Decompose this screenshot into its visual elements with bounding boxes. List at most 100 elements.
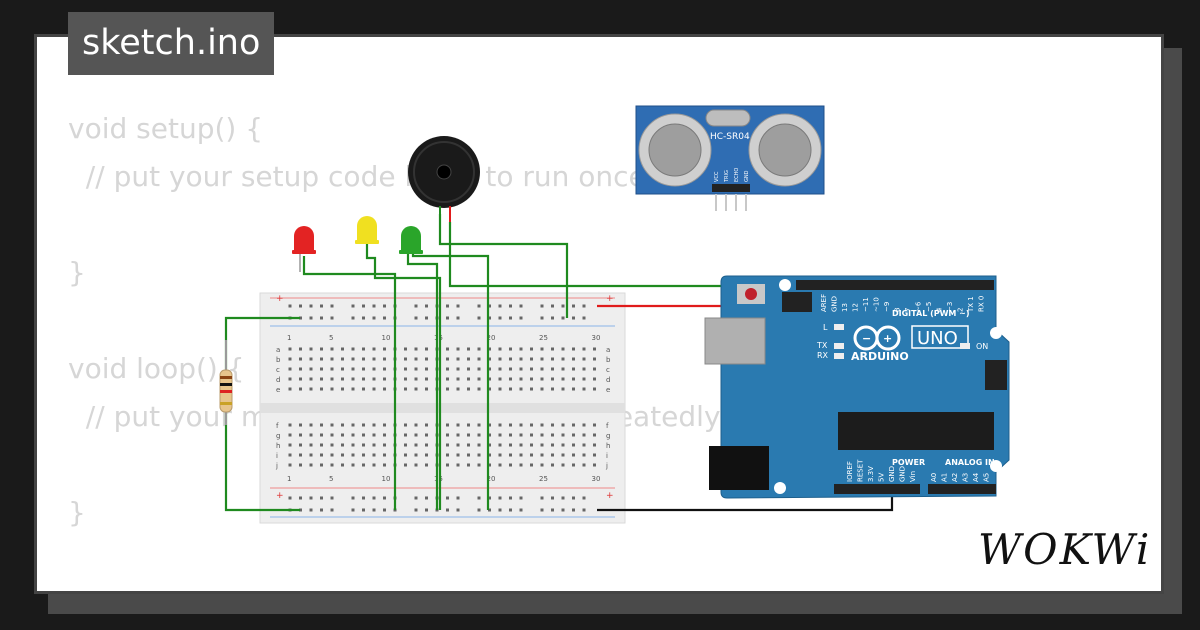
breadboard-hole[interactable] bbox=[351, 496, 355, 500]
breadboard-hole[interactable] bbox=[540, 377, 544, 381]
breadboard-hole[interactable] bbox=[309, 316, 313, 320]
breadboard-hole[interactable] bbox=[593, 367, 596, 371]
resistor[interactable] bbox=[219, 340, 233, 425]
reset-button-cap[interactable] bbox=[745, 288, 757, 300]
breadboard-hole[interactable] bbox=[362, 443, 365, 447]
breadboard-hole[interactable] bbox=[383, 453, 386, 457]
breadboard-hole[interactable] bbox=[320, 433, 323, 437]
breadboard-hole[interactable] bbox=[309, 453, 313, 457]
breadboard-hole[interactable] bbox=[320, 304, 323, 308]
breadboard-hole[interactable] bbox=[530, 423, 533, 427]
breadboard-hole[interactable] bbox=[456, 357, 460, 361]
breadboard-hole[interactable] bbox=[299, 377, 302, 381]
breadboard-hole[interactable] bbox=[456, 304, 460, 308]
breadboard-hole[interactable] bbox=[351, 508, 355, 512]
breadboard-hole[interactable] bbox=[372, 508, 376, 512]
breadboard-hole[interactable] bbox=[288, 453, 292, 457]
breadboard-hole[interactable] bbox=[509, 453, 512, 457]
breadboard-hole[interactable] bbox=[383, 423, 386, 427]
breadboard-hole[interactable] bbox=[351, 377, 355, 381]
breadboard-hole[interactable] bbox=[383, 347, 386, 351]
breadboard-hole[interactable] bbox=[383, 443, 386, 447]
breadboard-hole[interactable] bbox=[425, 304, 428, 308]
breadboard-hole[interactable] bbox=[519, 377, 523, 381]
breadboard-hole[interactable] bbox=[540, 367, 544, 371]
breadboard-hole[interactable] bbox=[477, 433, 481, 437]
wire-green-led-gnd[interactable] bbox=[406, 254, 439, 510]
breadboard-hole[interactable] bbox=[309, 443, 313, 447]
breadboard-hole[interactable] bbox=[561, 304, 565, 308]
breadboard-hole[interactable] bbox=[540, 496, 544, 500]
breadboard-hole[interactable] bbox=[488, 377, 491, 381]
breadboard-hole[interactable] bbox=[456, 367, 460, 371]
breadboard-hole[interactable] bbox=[330, 377, 334, 381]
breadboard-hole[interactable] bbox=[446, 367, 449, 371]
breadboard-hole[interactable] bbox=[362, 433, 365, 437]
breadboard-hole[interactable] bbox=[320, 377, 323, 381]
breadboard-hole[interactable] bbox=[519, 496, 523, 500]
breadboard-hole[interactable] bbox=[288, 347, 292, 351]
breadboard-hole[interactable] bbox=[488, 423, 491, 427]
breadboard-hole[interactable] bbox=[372, 316, 376, 320]
breadboard-hole[interactable] bbox=[351, 347, 355, 351]
breadboard-hole[interactable] bbox=[540, 316, 544, 320]
breadboard-hole[interactable] bbox=[551, 508, 554, 512]
breadboard-hole[interactable] bbox=[299, 508, 302, 512]
breadboard-hole[interactable] bbox=[519, 453, 523, 457]
breadboard-hole[interactable] bbox=[561, 367, 565, 371]
breadboard-hole[interactable] bbox=[425, 423, 428, 427]
breadboard-hole[interactable] bbox=[572, 316, 575, 320]
breadboard-hole[interactable] bbox=[456, 316, 460, 320]
breadboard-hole[interactable] bbox=[425, 387, 428, 391]
breadboard-hole[interactable] bbox=[530, 463, 533, 467]
breadboard-hole[interactable] bbox=[572, 508, 575, 512]
breadboard-hole[interactable] bbox=[446, 463, 449, 467]
led-red[interactable] bbox=[292, 226, 316, 272]
breadboard-hole[interactable] bbox=[488, 347, 491, 351]
breadboard-hole[interactable] bbox=[551, 387, 554, 391]
breadboard-hole[interactable] bbox=[593, 423, 596, 427]
breadboard-hole[interactable] bbox=[320, 463, 323, 467]
breadboard-hole[interactable] bbox=[425, 463, 428, 467]
breadboard-hole[interactable] bbox=[299, 304, 302, 308]
breadboard-hole[interactable] bbox=[330, 433, 334, 437]
breadboard-hole[interactable] bbox=[330, 347, 334, 351]
wire-red-led[interactable] bbox=[302, 256, 397, 510]
breadboard-hole[interactable] bbox=[572, 377, 575, 381]
breadboard-hole[interactable] bbox=[582, 387, 586, 391]
breadboard-hole[interactable] bbox=[498, 357, 502, 361]
wokwi-logo[interactable]: WOKWi bbox=[978, 525, 1152, 574]
breadboard-hole[interactable] bbox=[372, 453, 376, 457]
breadboard-hole[interactable] bbox=[414, 443, 418, 447]
breadboard-hole[interactable] bbox=[509, 508, 512, 512]
breadboard-hole[interactable] bbox=[309, 377, 313, 381]
breadboard-hole[interactable] bbox=[582, 443, 586, 447]
breadboard-hole[interactable] bbox=[299, 316, 302, 320]
breadboard-hole[interactable] bbox=[561, 453, 565, 457]
breadboard-hole[interactable] bbox=[288, 387, 292, 391]
breadboard-hole[interactable] bbox=[372, 357, 376, 361]
breadboard-hole[interactable] bbox=[299, 347, 302, 351]
breadboard-hole[interactable] bbox=[530, 433, 533, 437]
breadboard-hole[interactable] bbox=[404, 387, 407, 391]
breadboard-hole[interactable] bbox=[551, 443, 554, 447]
breadboard-hole[interactable] bbox=[404, 347, 407, 351]
breadboard-hole[interactable] bbox=[362, 463, 365, 467]
breadboard-hole[interactable] bbox=[446, 304, 449, 308]
breadboard-hole[interactable] bbox=[561, 423, 565, 427]
breadboard-hole[interactable] bbox=[488, 508, 491, 512]
breadboard-hole[interactable] bbox=[530, 367, 533, 371]
breadboard-hole[interactable] bbox=[351, 463, 355, 467]
led-green[interactable] bbox=[399, 226, 423, 254]
breadboard-hole[interactable] bbox=[446, 433, 449, 437]
breadboard-hole[interactable] bbox=[383, 387, 386, 391]
breadboard-hole[interactable] bbox=[362, 453, 365, 457]
breadboard-hole[interactable] bbox=[498, 387, 502, 391]
breadboard-hole[interactable] bbox=[372, 463, 376, 467]
breadboard-hole[interactable] bbox=[572, 496, 575, 500]
breadboard-hole[interactable] bbox=[561, 496, 565, 500]
breadboard-hole[interactable] bbox=[477, 496, 481, 500]
breadboard-hole[interactable] bbox=[572, 433, 575, 437]
breadboard-hole[interactable] bbox=[414, 357, 418, 361]
